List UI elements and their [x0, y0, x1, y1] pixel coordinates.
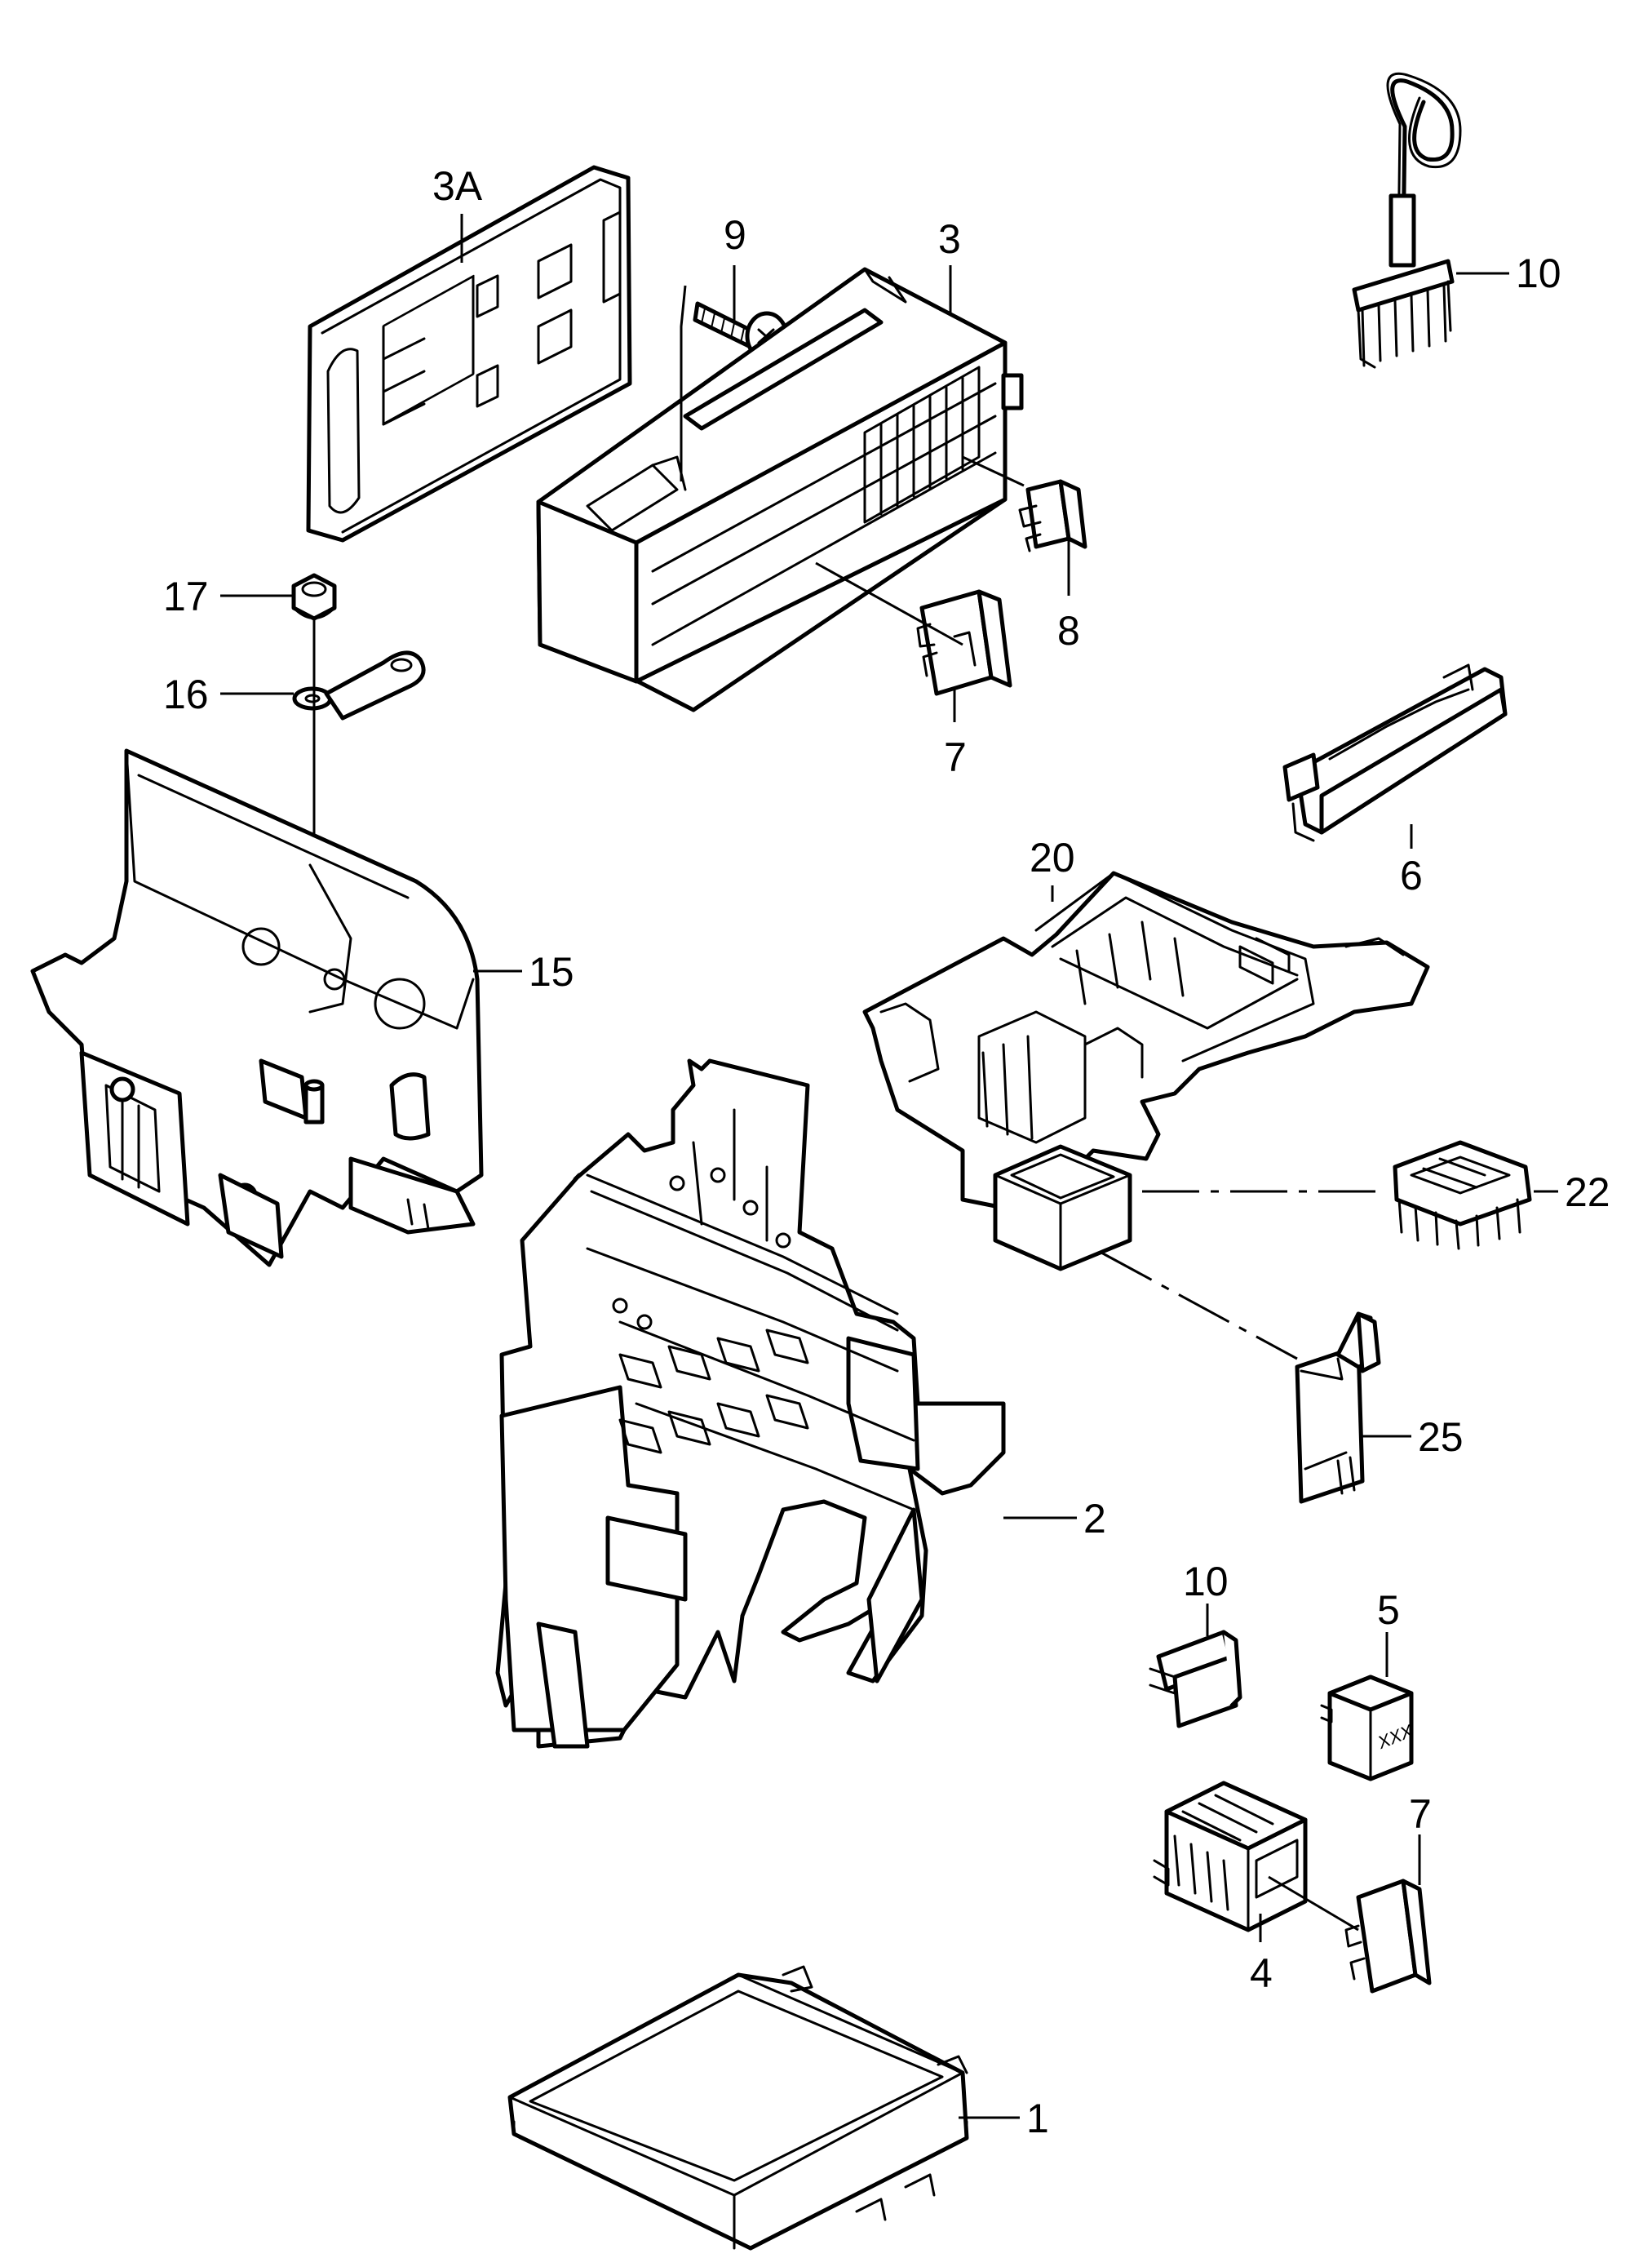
callout-5: 5 — [1377, 1587, 1400, 1633]
part-2-main-frame — [495, 1058, 1006, 1749]
callout-7-lower: 7 — [1409, 1791, 1432, 1837]
part-16-washer-lug — [292, 650, 426, 721]
callout-8: 8 — [1057, 608, 1080, 654]
callout-labels: 3A 9 3 10 8 7 17 16 6 20 15 22 25 2 10 5… — [163, 163, 1610, 2141]
callout-2: 2 — [1083, 1496, 1106, 1542]
part-4-connector-block — [1153, 1781, 1308, 1932]
callout-9: 9 — [724, 212, 746, 258]
part-5-relay-xxx: XXX — [1320, 1675, 1417, 1781]
part-3a-cover — [306, 165, 632, 543]
part-22-relay-socket — [1393, 1140, 1532, 1250]
callout-10-lower: 10 — [1183, 1559, 1229, 1604]
callout-15: 15 — [529, 949, 574, 995]
part-15-bracket — [30, 748, 484, 1267]
callout-7-upper: 7 — [944, 734, 967, 780]
part-7-fuse-lower — [1344, 1879, 1432, 1994]
callout-1: 1 — [1026, 2096, 1049, 2141]
part-10-cable-terminal — [1352, 72, 1509, 369]
leader-lines — [220, 214, 1558, 2119]
callout-25: 25 — [1418, 1414, 1464, 1460]
callout-3: 3 — [938, 216, 961, 262]
part-10-small-connector — [1149, 1630, 1242, 1728]
callout-10-upper: 10 — [1516, 251, 1561, 296]
callout-4: 4 — [1250, 1950, 1273, 1996]
part-1-cover — [507, 1965, 969, 2251]
part-6-rail — [1282, 663, 1508, 842]
part-25-relay — [1295, 1311, 1381, 1504]
part-3-fuse-carrier — [536, 267, 1024, 712]
part-17-nut — [291, 573, 337, 621]
part-20-upper-housing — [862, 871, 1430, 1271]
part-7-fuse-upper — [916, 589, 1012, 696]
callout-22: 22 — [1565, 1169, 1610, 1215]
callout-16: 16 — [163, 672, 209, 717]
callout-17: 17 — [163, 574, 209, 619]
callout-6: 6 — [1400, 853, 1423, 898]
part-8-fuse — [1018, 479, 1087, 552]
callout-20: 20 — [1030, 835, 1075, 881]
callout-3a: 3A — [432, 163, 483, 209]
